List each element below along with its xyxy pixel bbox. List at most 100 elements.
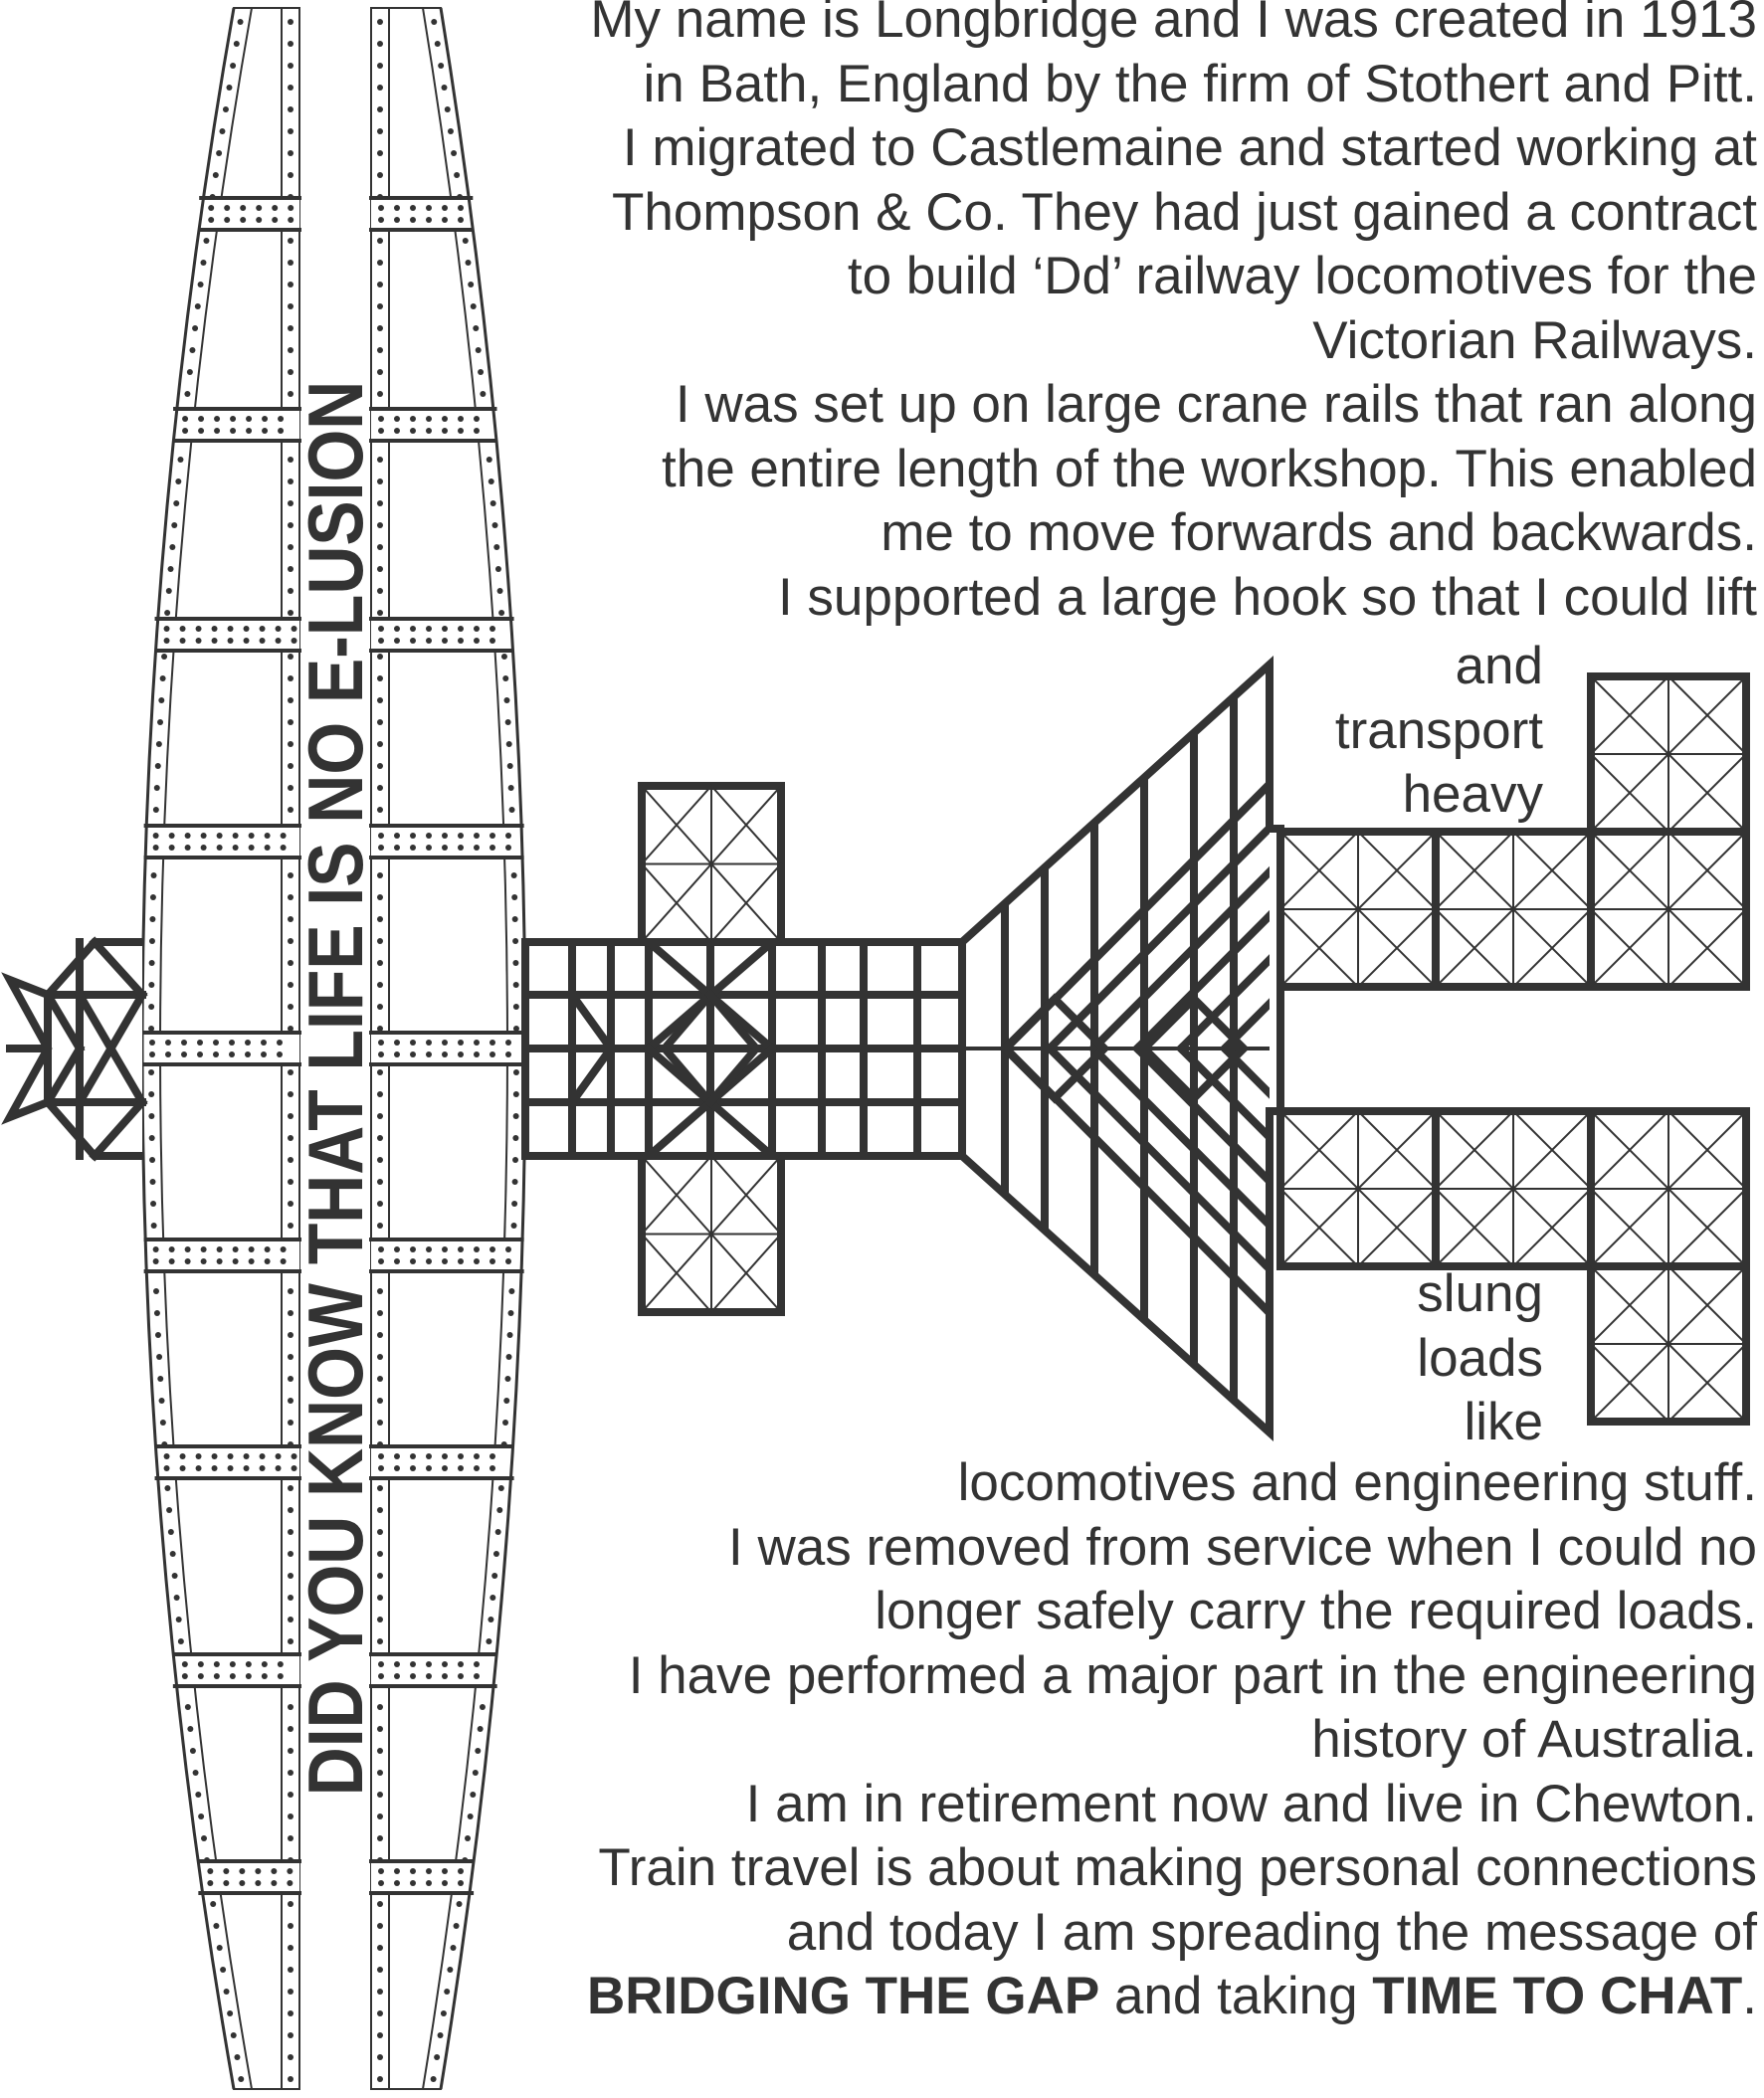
- rivet: [248, 1246, 255, 1252]
- cross-brace: [1278, 830, 1360, 911]
- rivet: [490, 626, 495, 632]
- rivet: [280, 1246, 287, 1252]
- rivet: [378, 1040, 384, 1046]
- rivet: [377, 106, 383, 112]
- cross-band: [156, 1446, 299, 1478]
- lattice-line: [42, 1043, 86, 1108]
- rivet: [214, 428, 221, 434]
- rivet: [153, 1310, 160, 1316]
- fan-lattice: [958, 655, 1284, 1441]
- rivet: [255, 1868, 262, 1874]
- rivet: [246, 416, 253, 422]
- rivet: [426, 833, 432, 839]
- cross-brace: [1278, 1109, 1360, 1191]
- rivet: [378, 845, 384, 851]
- cross-band: [371, 1446, 512, 1478]
- rivet: [442, 1465, 448, 1471]
- closing-end-text: .: [1742, 1967, 1757, 2025]
- rivet: [287, 1868, 294, 1874]
- rivet: [410, 1661, 416, 1667]
- rivet: [394, 1040, 400, 1046]
- rivet: [211, 1465, 218, 1471]
- rivet: [426, 1880, 432, 1886]
- rivet: [378, 1661, 384, 1667]
- cross-band: [371, 409, 495, 441]
- rivet: [506, 763, 513, 769]
- rivet: [512, 1069, 519, 1075]
- rivet: [169, 1551, 176, 1557]
- rivet: [442, 1051, 448, 1057]
- rivet: [288, 588, 294, 594]
- rivet: [230, 63, 237, 69]
- cross-brace: [1511, 830, 1593, 911]
- story-line: longer safely carry the required loads.: [875, 1582, 1757, 1640]
- rivet: [227, 626, 234, 632]
- cross-band: [371, 1861, 473, 1893]
- rivet: [490, 1051, 495, 1057]
- rivet: [200, 1258, 207, 1264]
- rivet: [195, 626, 202, 632]
- rivet: [288, 325, 294, 331]
- cross-brace: [1589, 752, 1670, 834]
- rivet: [288, 1091, 294, 1097]
- rivet: [377, 1792, 383, 1798]
- rivet: [148, 1091, 155, 1097]
- grid-cell: [710, 862, 782, 943]
- cross-brace: [640, 1154, 713, 1236]
- vertical-banner-text: DID YOU KNOW THAT LIFE IS NO E-LUSION: [292, 380, 379, 1797]
- rivet: [442, 1661, 448, 1667]
- rivet: [453, 1923, 460, 1929]
- cross-brace: [640, 784, 713, 865]
- rivet: [211, 626, 218, 632]
- rivet: [394, 1258, 400, 1264]
- rivet: [426, 1258, 432, 1264]
- rivet: [197, 1661, 204, 1667]
- rivet: [490, 500, 496, 506]
- rivet: [208, 217, 215, 223]
- rivet: [152, 807, 159, 813]
- story-line: I supported a large hook so that I could…: [777, 567, 1757, 627]
- rivet: [238, 2076, 245, 2082]
- rivet: [504, 719, 511, 725]
- rivet: [288, 347, 294, 353]
- lower-arm-cell: [1276, 1107, 1440, 1270]
- rivet: [148, 982, 155, 988]
- rivet: [458, 1880, 464, 1886]
- rivet: [149, 1040, 155, 1046]
- rivet: [179, 638, 186, 644]
- rivet: [200, 1246, 207, 1252]
- rivet: [156, 1354, 163, 1360]
- rivet: [426, 1246, 432, 1252]
- rivet: [230, 428, 237, 434]
- rivet: [377, 1091, 383, 1097]
- rivet: [394, 626, 400, 632]
- rivet: [216, 845, 223, 851]
- rivet: [148, 1026, 155, 1032]
- rivet: [394, 1246, 400, 1252]
- rivet: [219, 128, 226, 134]
- story-line: I was set up on large crane rails that r…: [675, 375, 1757, 434]
- lattice-line: [42, 989, 86, 1054]
- rivet: [394, 217, 400, 223]
- rivet: [394, 833, 400, 839]
- rivet: [256, 217, 263, 223]
- rivet: [158, 697, 165, 703]
- story-line: loads: [1417, 1328, 1543, 1388]
- rivet: [288, 982, 294, 988]
- rivet: [222, 106, 229, 112]
- rivet: [426, 428, 432, 434]
- cross-brace: [1511, 1187, 1593, 1268]
- rivet: [245, 1040, 251, 1046]
- rivet: [288, 1901, 294, 1907]
- story-lower-arm-block: slung loads like: [1417, 1262, 1543, 1455]
- rivet: [377, 588, 383, 594]
- lattice-line: [89, 936, 148, 1001]
- rivet: [444, 1989, 451, 1995]
- rivet: [479, 1704, 486, 1710]
- rivet: [197, 282, 204, 287]
- rivet: [378, 1465, 384, 1471]
- rivet: [441, 85, 448, 91]
- rivet: [227, 1453, 234, 1459]
- rivet: [430, 2076, 437, 2082]
- rivet: [264, 1246, 271, 1252]
